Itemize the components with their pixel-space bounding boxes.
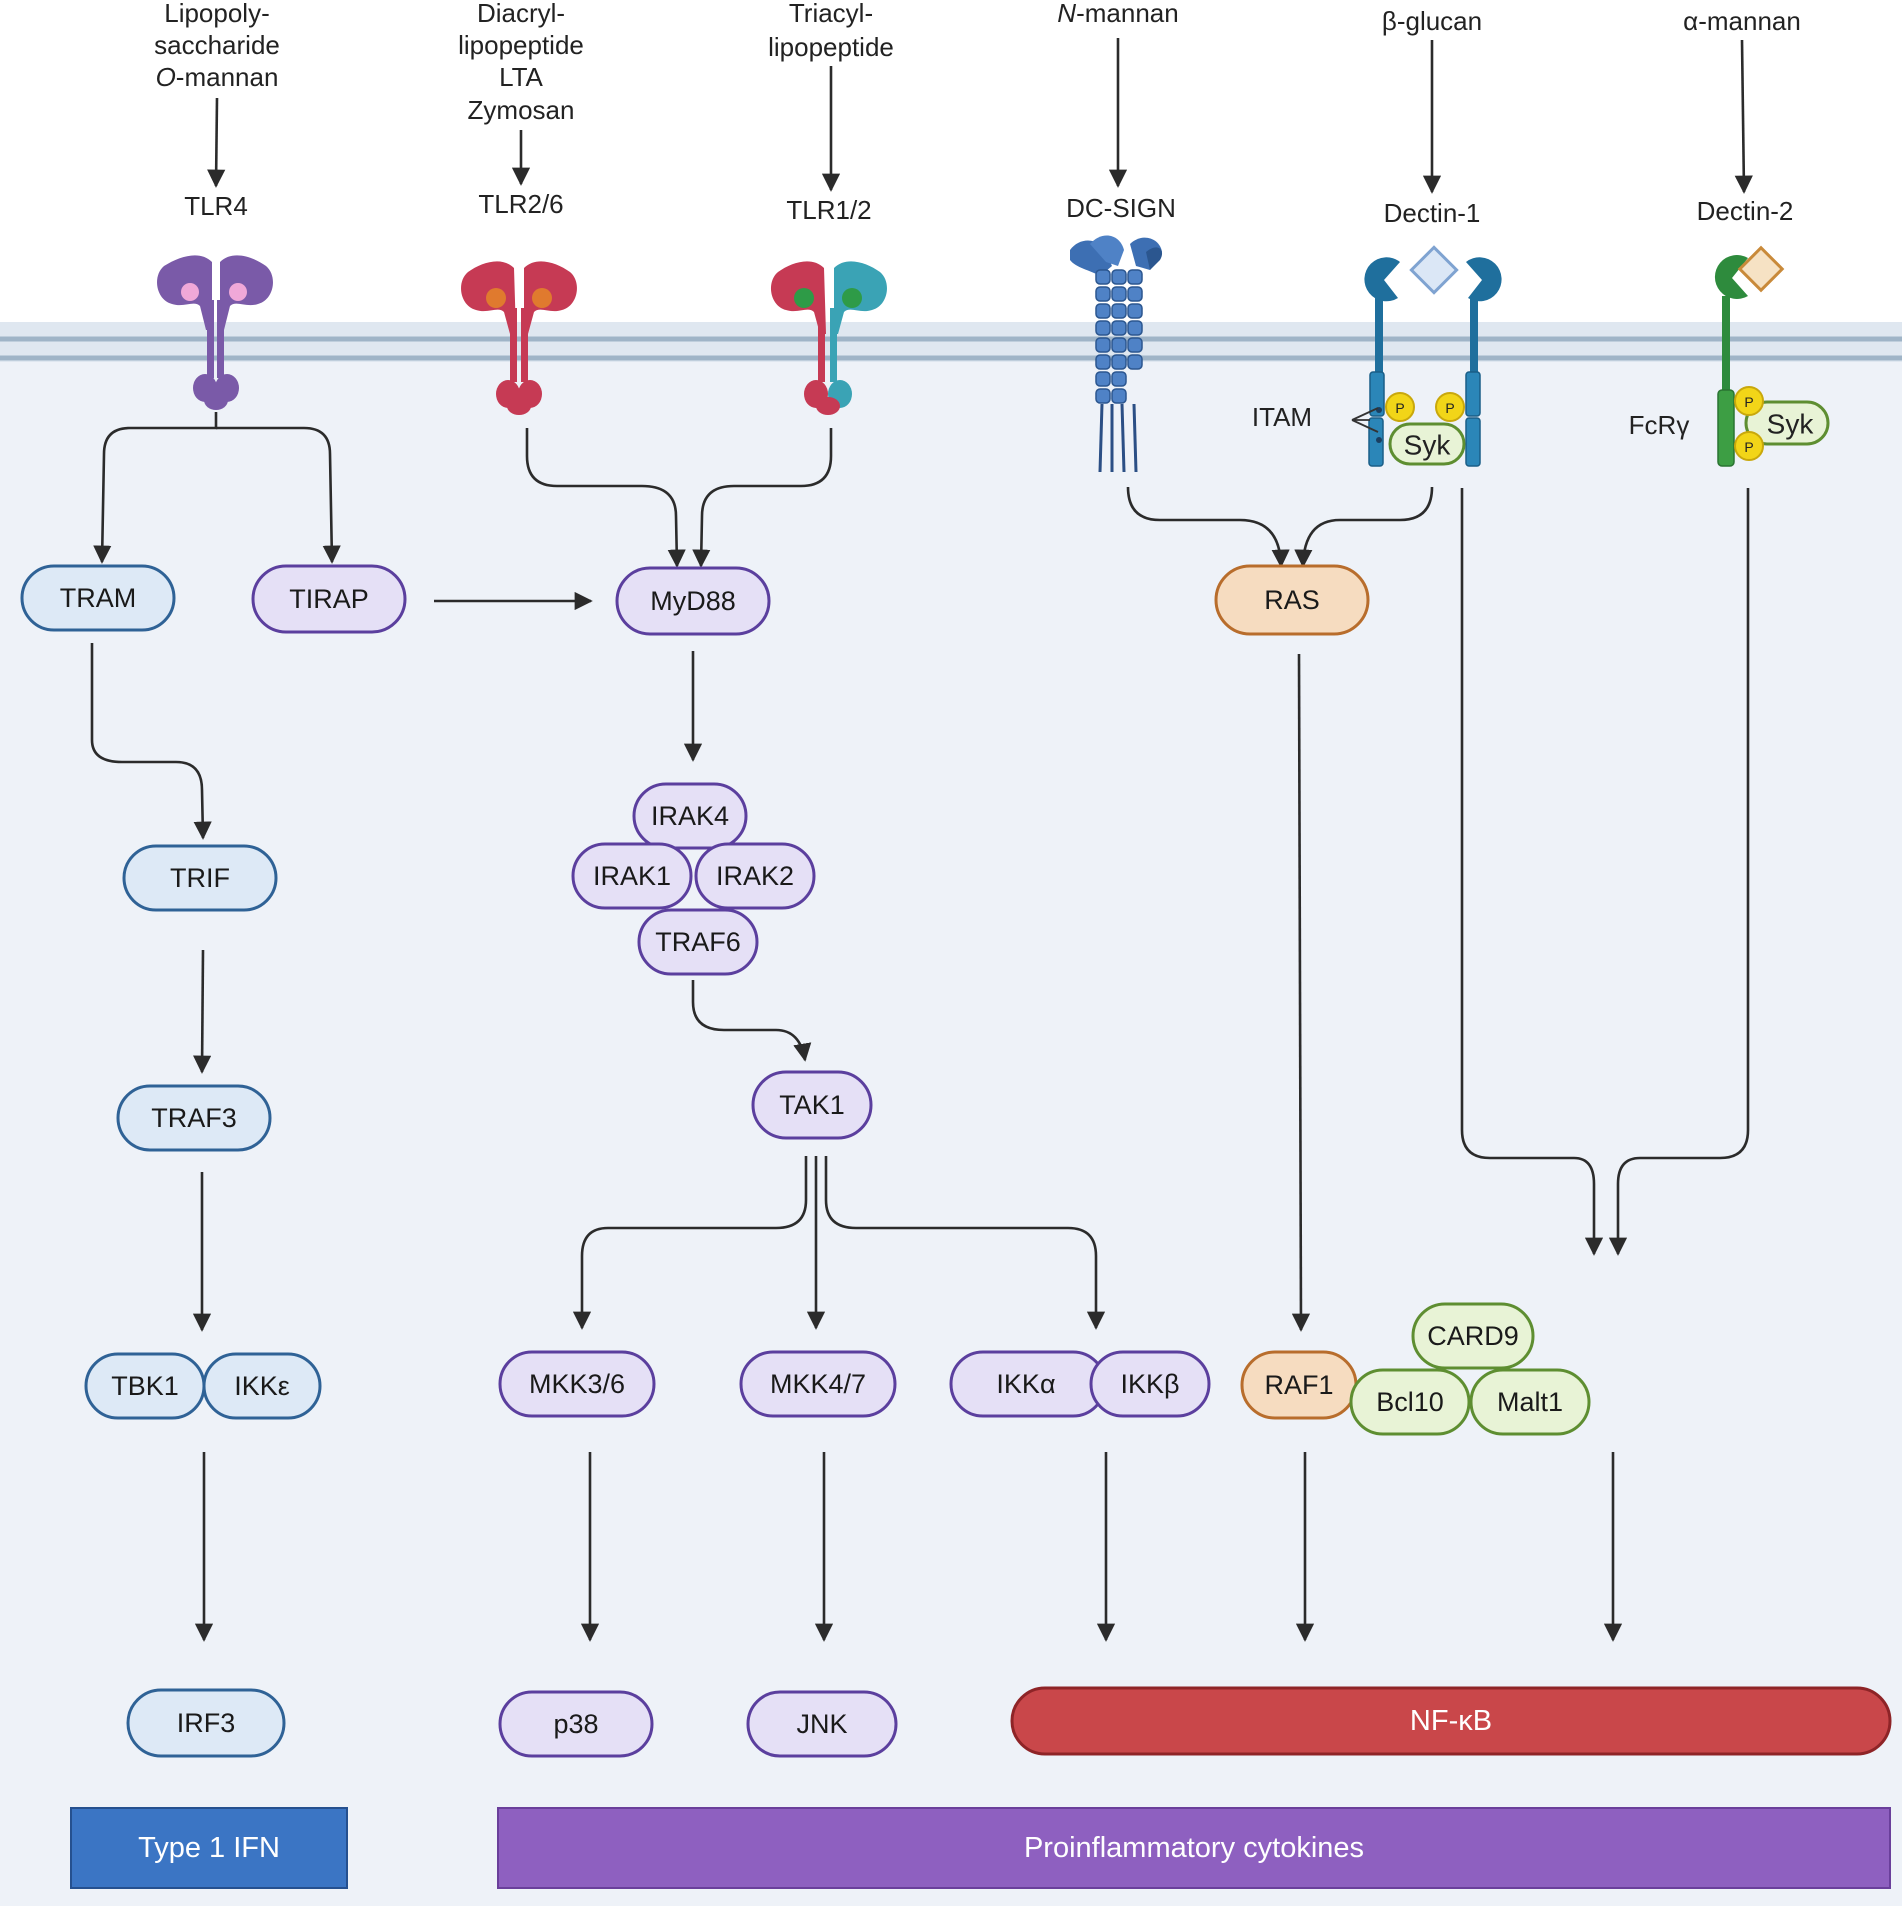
node-ikk-complex: IKKα IKKβ <box>949 1350 1211 1418</box>
svg-text:Lipopoly-: Lipopoly- <box>164 0 270 28</box>
svg-text:RAF1: RAF1 <box>1264 1370 1333 1400</box>
node-irak4: IRAK4 <box>651 801 729 831</box>
node-mkk36: MKK3/6 <box>498 1350 656 1418</box>
receptor-label-dcsign: DC-SIGN <box>1066 193 1176 223</box>
node-irak-complex: IRAK4 IRAK1 IRAK2 TRAF6 <box>571 782 816 976</box>
svg-text:TRAM: TRAM <box>60 583 137 613</box>
receptor-label-tlr26: TLR2/6 <box>478 189 563 219</box>
node-p38: p38 <box>498 1690 654 1758</box>
svg-text:O-mannan: O-mannan <box>156 62 279 92</box>
receptor-label-tlr4: TLR4 <box>184 191 248 221</box>
node-tbk1: TBK1 <box>111 1371 179 1401</box>
node-tbk1-ikke: TBK1 IKKε <box>84 1352 322 1420</box>
svg-text:MKK4/7: MKK4/7 <box>770 1369 866 1399</box>
node-trif: TRIF <box>122 844 278 912</box>
svg-text:TAK1: TAK1 <box>779 1090 845 1120</box>
svg-text:MKK3/6: MKK3/6 <box>529 1369 625 1399</box>
receptor-label-dectin1: Dectin-1 <box>1384 198 1481 228</box>
itam-label: ITAM <box>1252 402 1312 432</box>
dectin1-receptor-icon: P P Syk ITAM <box>1252 245 1502 467</box>
node-ikka: IKKα <box>996 1369 1055 1399</box>
node-mkk47: MKK4/7 <box>739 1350 897 1418</box>
node-irak1: IRAK1 <box>593 861 671 891</box>
cell-membrane <box>0 322 1902 362</box>
ligand-dcsign: N-mannan <box>1057 0 1178 28</box>
node-traf6: TRAF6 <box>655 927 741 957</box>
syk-label-dectin1: Syk <box>1404 430 1452 461</box>
output-type1-ifn: Type 1 IFN <box>70 1807 348 1889</box>
svg-text:Zymosan: Zymosan <box>468 95 575 125</box>
svg-text:LTA: LTA <box>499 62 543 92</box>
output-proinflammatory-cytokines: Proinflammatory cytokines <box>497 1807 1891 1889</box>
svg-text:Type 1 IFN: Type 1 IFN <box>138 1832 280 1864</box>
fcrg-label: FcRγ <box>1629 410 1690 440</box>
svg-text:saccharide: saccharide <box>154 30 280 60</box>
svg-text:RAS: RAS <box>1264 585 1320 615</box>
svg-text:TRAF3: TRAF3 <box>151 1103 237 1133</box>
svg-text:Proinflammatory cytokines: Proinflammatory cytokines <box>1024 1832 1364 1864</box>
tlr12-receptor-icon <box>771 261 887 415</box>
node-bcl10: Bcl10 <box>1376 1387 1444 1417</box>
svg-text:Triacyl-: Triacyl- <box>789 0 873 28</box>
ligand-tlr4: Lipopoly- saccharide O-mannan <box>154 0 280 92</box>
node-ikkb: IKKβ <box>1120 1369 1179 1399</box>
node-raf1: RAF1 <box>1240 1350 1358 1420</box>
node-card9: CARD9 <box>1427 1321 1519 1351</box>
dcsign-receptor-icon <box>1070 235 1163 473</box>
syk-label-dectin2: Syk <box>1767 409 1815 440</box>
svg-text:NF-κB: NF-κB <box>1410 1705 1492 1737</box>
node-ikke: IKKε <box>234 1371 290 1401</box>
tlr26-receptor-icon <box>461 261 577 415</box>
node-irak2: IRAK2 <box>716 861 794 891</box>
svg-text:TRIF: TRIF <box>170 863 230 893</box>
svg-text:lipopeptide: lipopeptide <box>458 30 584 60</box>
cytoplasm-region <box>0 322 1902 1906</box>
ligand-tlr12: Triacyl- lipopeptide <box>768 0 894 62</box>
svg-text:JNK: JNK <box>796 1709 847 1739</box>
phospho-label-4: P <box>1744 439 1753 455</box>
phospho-label-2: P <box>1445 400 1454 416</box>
node-irf3: IRF3 <box>126 1688 286 1758</box>
receptor-label-dectin2: Dectin-2 <box>1697 196 1794 226</box>
node-tram: TRAM <box>20 564 176 632</box>
svg-text:MyD88: MyD88 <box>650 586 736 616</box>
receptor-label-tlr12: TLR1/2 <box>786 195 871 225</box>
node-ras: RAS <box>1214 564 1370 636</box>
node-tak1: TAK1 <box>751 1070 873 1140</box>
svg-text:p38: p38 <box>553 1709 598 1739</box>
svg-text:lipopeptide: lipopeptide <box>768 32 894 62</box>
ligand-arrows <box>207 38 1753 194</box>
node-nfkb: NF-κB <box>1010 1686 1892 1756</box>
phospho-label-1: P <box>1395 400 1404 416</box>
ligand-tlr26: Diacryl- lipopeptide LTA Zymosan <box>458 0 584 125</box>
svg-text:TIRAP: TIRAP <box>289 584 369 614</box>
node-myd88: MyD88 <box>615 566 771 636</box>
pathway-arrows <box>90 412 1750 1642</box>
svg-text:Diacryl-: Diacryl- <box>477 0 565 28</box>
ligand-dectin2: α-mannan <box>1683 6 1801 36</box>
tlr4-receptor-icon <box>157 255 273 410</box>
svg-text:IRF3: IRF3 <box>177 1708 236 1738</box>
node-tirap: TIRAP <box>251 564 407 634</box>
ligand-dectin1: β-glucan <box>1382 6 1482 36</box>
node-malt1: Malt1 <box>1497 1387 1563 1417</box>
node-jnk: JNK <box>746 1690 898 1758</box>
node-traf3: TRAF3 <box>116 1084 272 1152</box>
dectin2-receptor-icon: Syk P P FcRγ <box>1629 245 1830 467</box>
node-card9-complex: CARD9 Bcl10 Malt1 <box>1349 1302 1591 1436</box>
phospho-label-3: P <box>1744 394 1753 410</box>
